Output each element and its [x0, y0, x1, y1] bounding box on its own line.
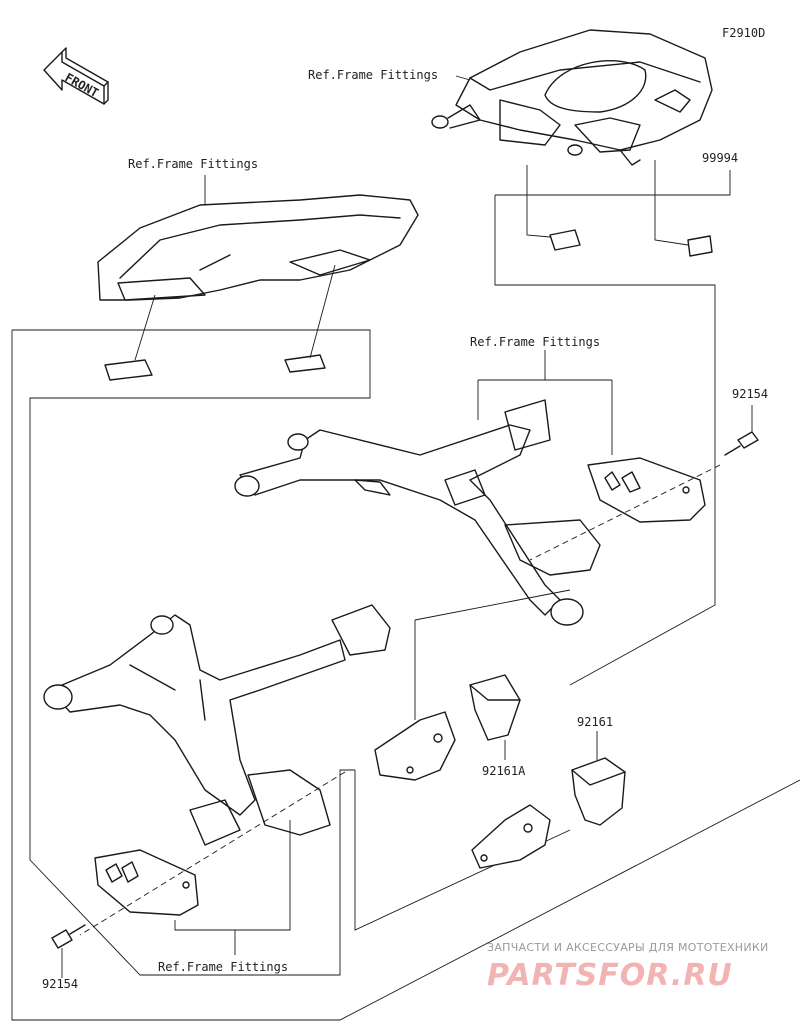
bracket-part: [471, 804, 551, 869]
bolt-icon: [51, 924, 86, 949]
tail-frame-part: [431, 29, 713, 166]
part-92161A-label: 92161A: [482, 764, 526, 778]
heel-plate-part: [94, 849, 199, 916]
rubber-pad-part: [469, 674, 521, 741]
bracket-part: [374, 711, 456, 781]
ref-label-mid: Ref.Frame Fittings: [470, 335, 600, 349]
lower-frame-part: [43, 604, 391, 846]
ref-label-left: Ref.Frame Fittings: [128, 157, 258, 171]
cowl-part: [97, 194, 419, 301]
ref-label-top: Ref.Frame Fittings: [308, 68, 438, 82]
front-arrow-icon: FRONT: [43, 47, 109, 105]
rubber-pad-part: [571, 757, 626, 826]
part-92161-label: 92161: [577, 715, 613, 729]
part-99994-label: 99994: [702, 151, 738, 165]
bolt-icon: [724, 431, 759, 456]
watermark-tagline: ЗАПЧАСТИ И АКСЕССУАРЫ ДЛЯ МОТОТЕХНИКИ: [487, 941, 769, 954]
watermark-logo: PARTSFOR.RU: [487, 958, 733, 993]
diagram-code: F2910D: [722, 26, 765, 40]
part-92154-label-left: 92154: [42, 977, 78, 991]
ref-label-bottom: Ref.Frame Fittings: [158, 960, 288, 974]
part-92154-label-right: 92154: [732, 387, 768, 401]
upper-frame-part: [234, 399, 601, 626]
pad-part: [104, 354, 326, 381]
pad-part: [549, 229, 713, 257]
heel-plate-part: [587, 457, 706, 523]
